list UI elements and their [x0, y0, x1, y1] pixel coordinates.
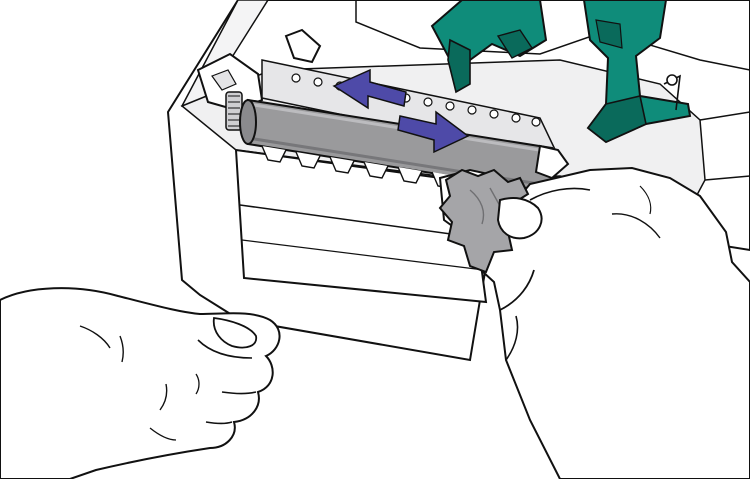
- thumb: [498, 198, 542, 238]
- tooth: [468, 106, 476, 114]
- tooth: [532, 118, 540, 126]
- right-hand: [440, 168, 750, 479]
- platen-roller-end: [240, 100, 256, 144]
- left-hand: [0, 288, 280, 479]
- left-hand-outline: [0, 288, 280, 479]
- screw-head: [667, 75, 677, 85]
- tooth: [490, 110, 498, 118]
- tooth: [292, 74, 300, 82]
- tooth: [446, 102, 454, 110]
- tooth: [314, 78, 322, 86]
- tooth: [424, 98, 432, 106]
- tooth: [512, 114, 520, 122]
